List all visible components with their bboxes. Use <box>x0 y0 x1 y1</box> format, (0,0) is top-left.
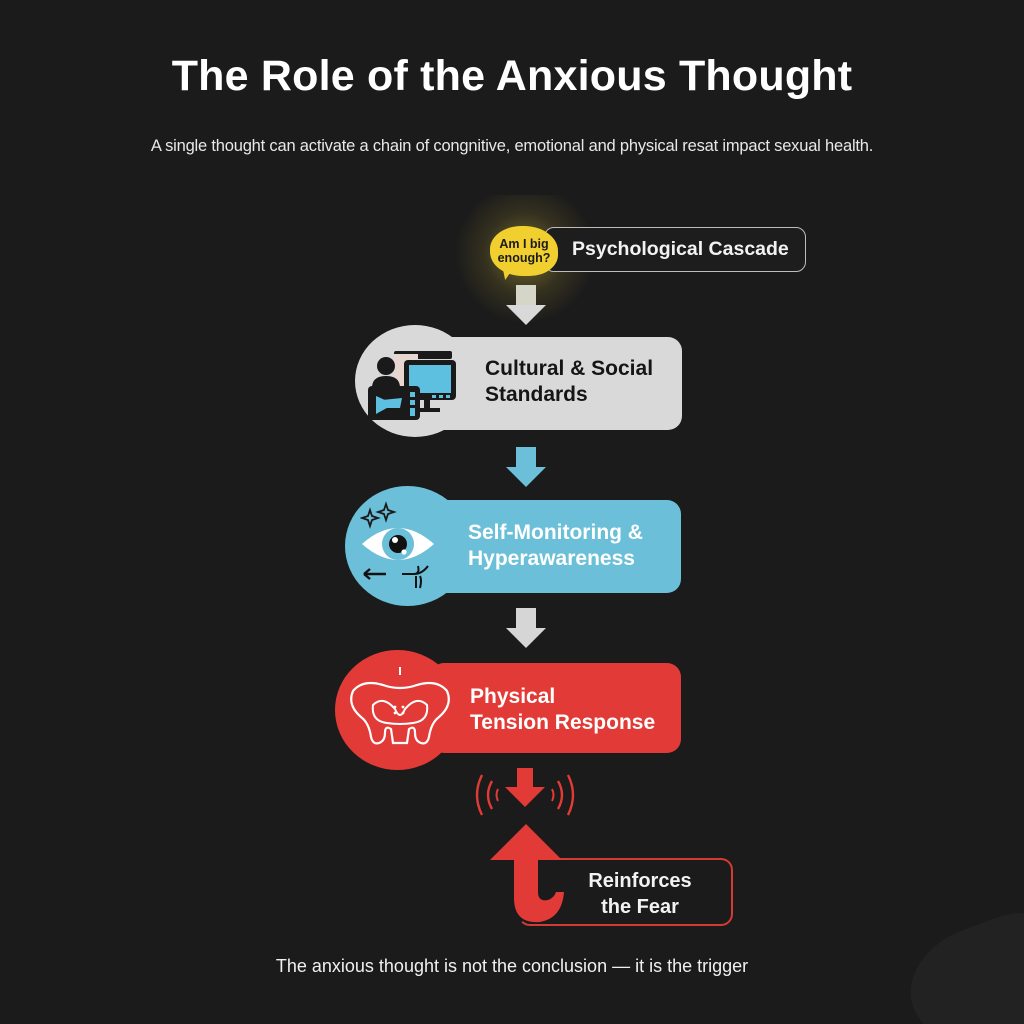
page-subtitle: A single thought can activate a chain of… <box>150 137 874 155</box>
feedback-loop-arrow-icon <box>488 822 568 937</box>
step-3-line-2: Tension Response <box>470 711 656 734</box>
media-screens-icon <box>368 348 458 425</box>
page-title: The Role of the Anxious Thought <box>171 52 853 100</box>
step-3-label: Physical Tension Response <box>470 684 655 736</box>
eye-icon <box>359 500 440 595</box>
footer-caption: The anxious thought is not the conclusio… <box>275 956 749 976</box>
pelvis-icon <box>343 665 453 755</box>
loop-line-1: Reinforces <box>588 870 692 892</box>
loop-line-2: the Fear <box>601 896 679 918</box>
thought-line-2: enough? <box>497 251 551 265</box>
step-2-line-2: Hyperawareness <box>468 547 635 570</box>
reinforces-fear-box <box>518 858 733 926</box>
step-3-line-1: Physical <box>470 685 556 708</box>
step-cultural-social-standards <box>430 337 682 430</box>
step-1-line-1: Cultural & Social <box>485 357 654 380</box>
step-self-monitoring-hyperawareness <box>430 500 681 593</box>
step-1-label: Cultural & Social Standards <box>485 356 653 408</box>
step-1-line-2: Standards <box>485 383 588 406</box>
psychological-cascade-label: Psychological Cascade <box>544 227 806 272</box>
thought-bubble-icon: Am I big enough? <box>490 226 558 276</box>
thought-line-1: Am I big <box>499 237 549 251</box>
alarm-down-arrow-icon <box>470 765 580 830</box>
arrow-down-icon <box>506 285 546 327</box>
reinforces-fear-label: Reinforces the Fear <box>575 868 705 920</box>
step-2-label: Self-Monitoring & Hyperawareness <box>468 520 643 572</box>
arrow-down-icon <box>506 447 546 489</box>
step-physical-tension-response <box>430 663 681 753</box>
arrow-down-icon <box>506 608 546 650</box>
step-2-line-1: Self-Monitoring & <box>468 521 643 544</box>
cascade-label-text: Psychological Cascade <box>572 238 789 260</box>
